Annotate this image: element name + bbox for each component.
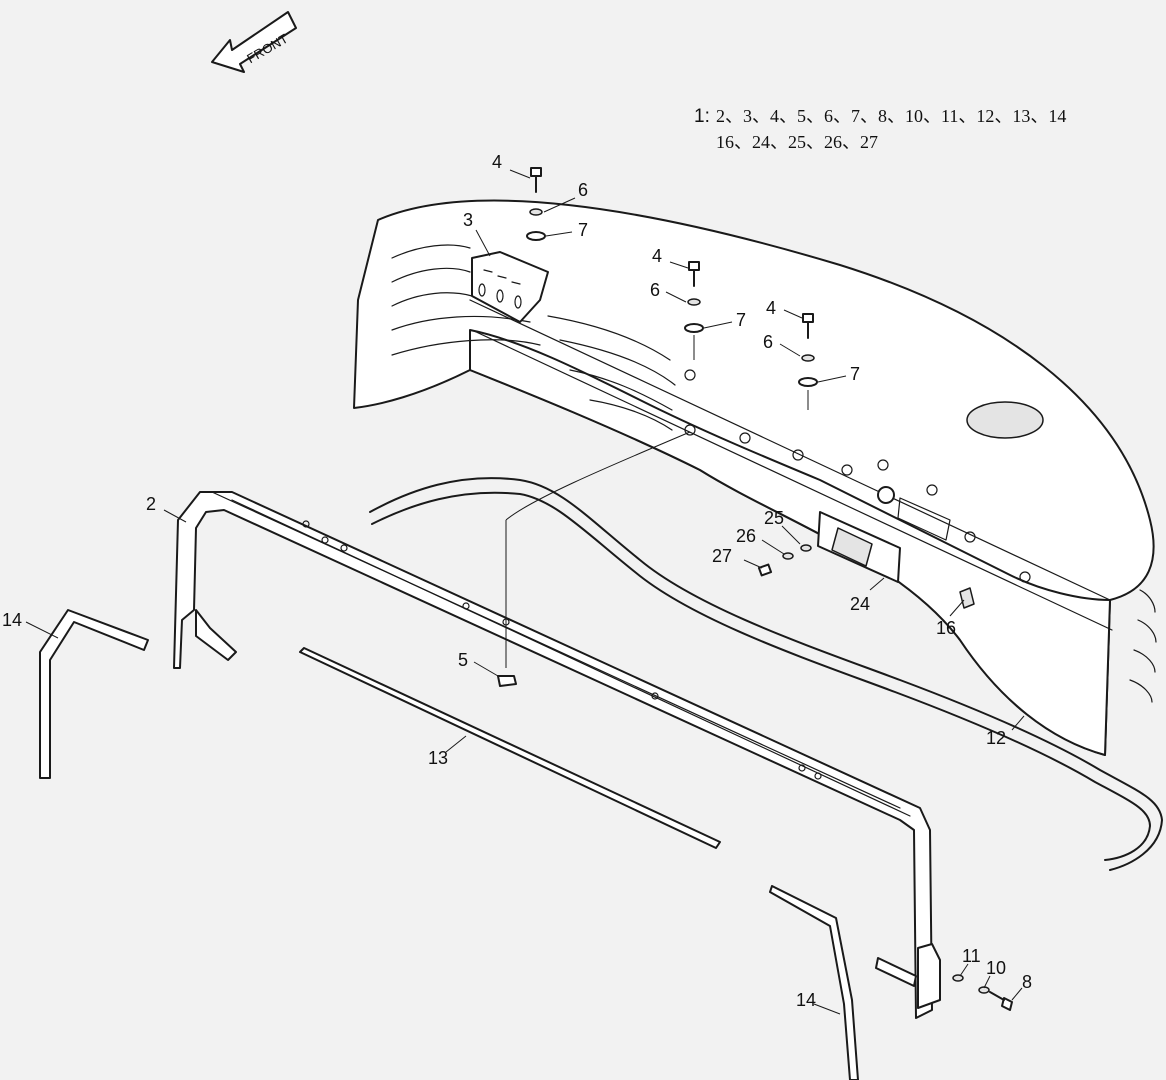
vent-slots-right: [1129, 589, 1157, 703]
callout-4: 4: [492, 152, 502, 172]
top-vent-opening: [966, 401, 1044, 439]
legend-line-2: 16、24、25、26、27: [716, 132, 878, 152]
callout-7: 7: [578, 220, 588, 240]
callout-6: 6: [763, 332, 773, 352]
bolt-stack-a: [526, 167, 546, 241]
bolt-stack-c: [798, 313, 818, 410]
hinge-bracket: [471, 251, 549, 323]
callout-12: 12: [986, 728, 1006, 748]
callout-11: 11: [962, 946, 981, 966]
rail-holes: [684, 369, 1031, 583]
seal-strip-14-left: [39, 609, 149, 779]
frame-2: [173, 491, 941, 1019]
seal-strip-14-right: [769, 885, 859, 1080]
callout-4: 4: [652, 246, 662, 266]
callout-5: 5: [458, 650, 468, 670]
callout-7: 7: [736, 310, 746, 330]
legend-prefix: 1:: [694, 106, 710, 127]
callout-24: 24: [850, 594, 870, 614]
front-arrow-icon: FRONT: [211, 11, 297, 73]
bolt-stack-lower: [952, 974, 1013, 1011]
callout-6: 6: [578, 180, 588, 200]
callout-26: 26: [736, 526, 756, 546]
callout-2: 2: [146, 494, 156, 514]
parts-legend: 1: 2、3、4、5、6、7、8、10、11、12、13、14 16、24、25…: [694, 106, 1066, 152]
callout-27: 27: [712, 546, 732, 566]
guide-line: [505, 431, 691, 521]
callout-16: 16: [936, 618, 956, 638]
leader-lines: [25, 169, 1025, 1015]
clip-16: [959, 587, 975, 609]
callout-7: 7: [850, 364, 860, 384]
callout-14: 14: [2, 610, 22, 630]
bolt-stack-b: [684, 261, 704, 360]
callout-8: 8: [1022, 972, 1032, 992]
nut-5: [497, 520, 517, 687]
latch-assembly: [757, 486, 951, 583]
callout-3: 3: [463, 210, 473, 230]
callout-6: 6: [650, 280, 660, 300]
callout-4: 4: [766, 298, 776, 318]
seal-strip-12: [369, 477, 1163, 871]
legend-line-1: 2、3、4、5、6、7、8、10、11、12、13、14: [716, 106, 1066, 126]
seal-strip-13: [299, 647, 721, 849]
callout-labels: 2 3 4 6 7 4 6 7 4 6 7 5 8 10 11 12 13 14…: [2, 152, 1032, 1010]
callout-25: 25: [764, 508, 784, 528]
callout-10: 10: [986, 958, 1006, 978]
callout-13: 13: [428, 748, 448, 768]
callout-14: 14: [796, 990, 816, 1010]
